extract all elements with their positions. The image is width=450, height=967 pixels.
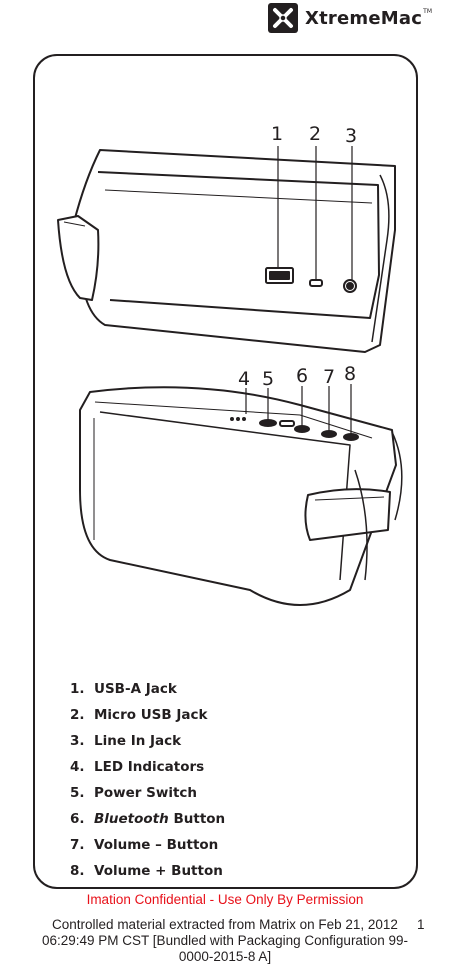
x-logo-icon <box>268 3 298 33</box>
content-frame <box>33 54 418 889</box>
speaker-illustration: 1 2 3 4 5 6 7 8 <box>57 123 403 606</box>
legend-item: 1.USB-A Jack <box>70 681 177 697</box>
legend-item: 3.Line In Jack <box>70 733 182 749</box>
brand-name: XtremeMacTM <box>305 7 433 29</box>
usb-a-jack <box>265 267 294 284</box>
brand-logo: XtremeMacTM <box>268 2 432 34</box>
callout-3: 3 <box>345 125 357 147</box>
legend-item: 4.LED Indicators <box>70 759 205 775</box>
parts-legend: 1.USB-A Jack 2.Micro USB Jack 3.Line In … <box>70 676 225 884</box>
footer-line-3: 0000-2015-8 A] <box>178 949 272 964</box>
callout-2: 2 <box>309 123 321 145</box>
line-in-jack <box>343 279 357 293</box>
page-number: 1 <box>417 917 425 932</box>
speaker-back-view <box>57 146 396 353</box>
speaker-front-view <box>79 384 403 606</box>
footer-line-2: 06:29:49 PM CST [Bundled with Packaging … <box>42 933 408 948</box>
confidential-notice: Imation Confidential - Use Only By Permi… <box>86 892 364 907</box>
footer-line-1: Controlled material extracted from Matri… <box>52 917 398 932</box>
legend-item: 6.Bluetooth Button <box>70 811 226 827</box>
legend-item: 7.Volume – Button <box>70 837 219 853</box>
top-controls <box>230 417 359 441</box>
callout-1: 1 <box>271 123 283 145</box>
controlled-material-footer: Controlled material extracted from Matri… <box>0 917 450 965</box>
callout-5: 5 <box>262 368 274 390</box>
callout-7: 7 <box>323 366 335 388</box>
legend-item: 5.Power Switch <box>70 785 198 801</box>
callout-4: 4 <box>238 368 250 390</box>
callout-8: 8 <box>344 363 356 385</box>
legend-item: 8.Volume + Button <box>70 863 223 879</box>
callout-6: 6 <box>296 365 308 387</box>
legend-item: 2.Micro USB Jack <box>70 707 208 723</box>
